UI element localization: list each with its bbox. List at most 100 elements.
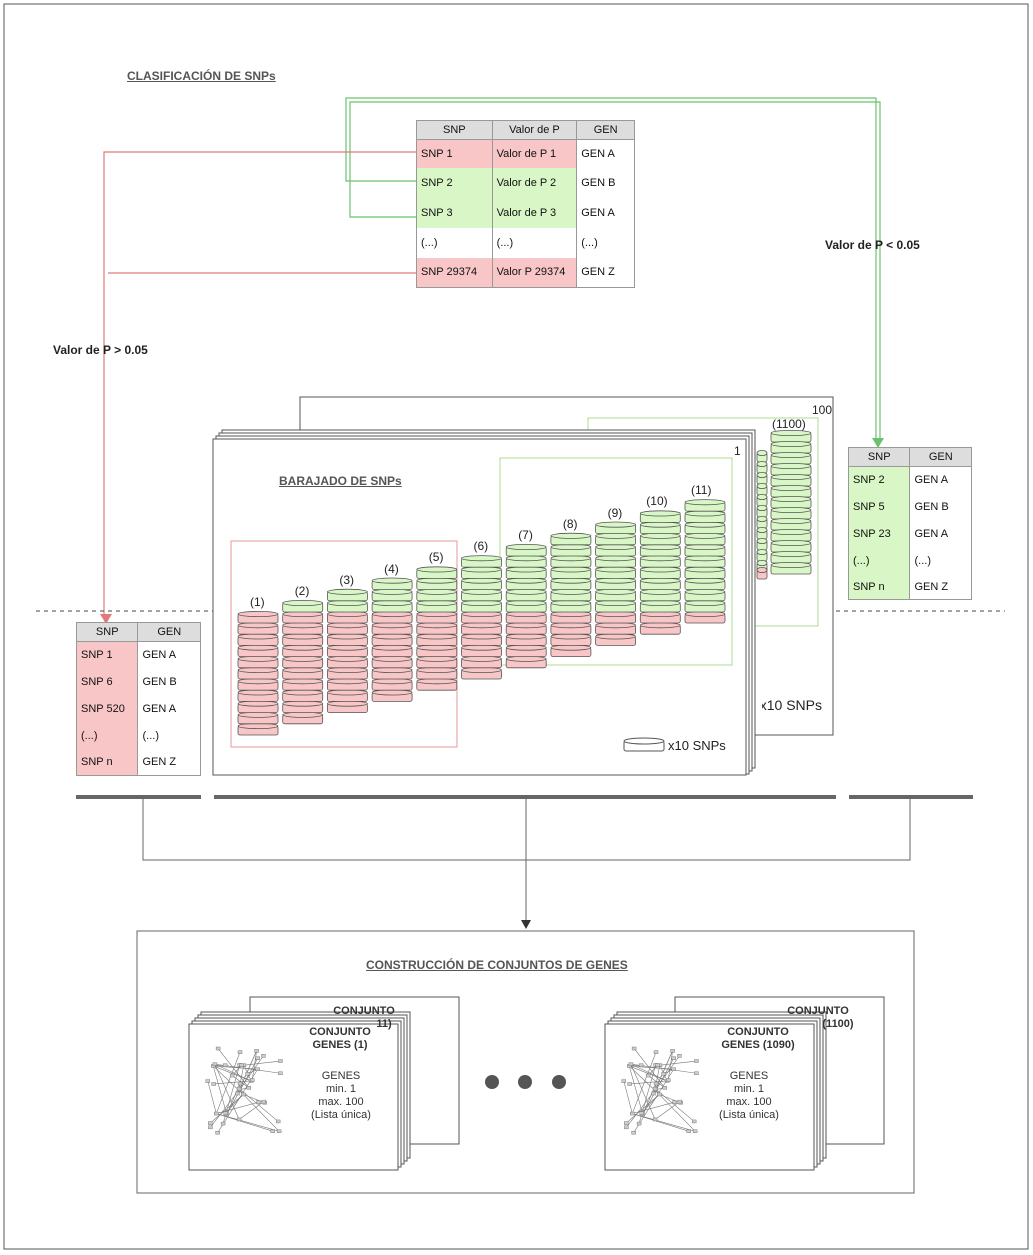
snp-disc-green <box>371 588 413 602</box>
snp-disc-green <box>639 566 681 579</box>
snp-disc-green <box>505 555 547 568</box>
snp-disc-red <box>461 622 502 635</box>
snp-disc-red <box>326 622 368 635</box>
snp-disc-green <box>756 538 768 551</box>
snp-disc-green <box>639 521 681 534</box>
title-barajado: BARAJADO DE SNPs <box>279 474 402 488</box>
col-snp: SNP <box>847 447 911 467</box>
cell-pvalue: Valor de P 1 <box>491 139 578 168</box>
snp-disc-green <box>756 449 768 463</box>
snp-disc-green <box>684 588 726 602</box>
back-legend-text: x10 SNPs <box>762 697 822 713</box>
col-gen: GEN <box>909 447 972 467</box>
main-snp-table: SNP Valor de P GEN SNP 1 Valor de P 1 GE… <box>416 120 635 288</box>
stack-label: (1) <box>250 595 265 609</box>
snp-disc-red <box>461 667 502 680</box>
snp-disc-green <box>371 600 413 613</box>
left-back-title: CONJUNTO 11) <box>304 1005 424 1031</box>
snp-disc-green <box>770 495 812 509</box>
snp-disc-green <box>639 600 681 613</box>
outer-frame <box>3 3 1029 1250</box>
snp-disc-green <box>756 527 768 540</box>
snp-disc-green <box>595 577 636 590</box>
snp-disc-red <box>550 611 592 624</box>
snp-disc-red <box>416 622 458 635</box>
snp-disc-red <box>371 611 413 624</box>
snp-disc-red <box>416 655 458 669</box>
pathway-network-icon <box>621 1046 699 1135</box>
snp-disc-red <box>371 655 413 669</box>
snp-stack <box>550 532 592 657</box>
title-clasificacion: CLASIFICACIÓN DE SNPs <box>127 69 276 83</box>
cell-gen: (...) <box>909 547 972 575</box>
gene-set-card <box>604 1023 815 1171</box>
red-connector <box>100 151 416 624</box>
snp-disc-green <box>461 577 502 590</box>
snp-disc-red <box>461 611 502 624</box>
cell-gen: GEN A <box>909 520 972 548</box>
stack-label: (11) <box>691 483 712 498</box>
snp-disc-red <box>416 633 458 646</box>
label-p-less: Valor de P < 0.05 <box>825 238 920 252</box>
snp-stack <box>282 600 324 725</box>
main-table-header: SNP Valor de P GEN <box>416 120 635 140</box>
snp-disc-green <box>684 544 726 557</box>
cell-gen: GEN A <box>576 197 635 228</box>
merge-bars <box>76 795 973 799</box>
snp-disc-green <box>684 499 726 512</box>
snp-disc-green <box>756 482 768 496</box>
col-snp: SNP <box>75 622 139 642</box>
cell-snp: SNP 1 <box>75 641 139 669</box>
cell-snp: SNP 3 <box>416 197 493 228</box>
cell-snp: SNP 6 <box>75 668 139 696</box>
snp-disc-green <box>756 493 768 507</box>
cell-gen: GEN B <box>137 668 201 696</box>
snp-disc-red <box>505 622 547 635</box>
snp-disc-red <box>461 655 502 669</box>
snp-stack <box>505 544 547 669</box>
snp-stack <box>595 521 636 646</box>
cell-snp: (...) <box>75 722 139 750</box>
snp-disc-green <box>756 460 768 474</box>
snp-disc-red <box>282 711 324 725</box>
stack-label: (6) <box>473 539 489 554</box>
snp-disc-red <box>371 633 413 646</box>
snp-disc-green <box>505 544 547 557</box>
snp-stack <box>684 499 726 624</box>
stack-label: (4) <box>384 561 399 576</box>
snp-disc-green <box>416 566 458 579</box>
right-front-title: CONJUNTO GENES (1090) <box>721 1026 795 1051</box>
snp-stack <box>371 577 413 702</box>
snp-disc-green <box>461 600 502 613</box>
stack-label: (10) <box>646 494 668 509</box>
table-row: SNP 3 Valor de P 3 GEN A <box>416 197 635 228</box>
front-page-number: 1 <box>734 444 741 458</box>
snp-disc-green <box>770 506 812 520</box>
snp-disc-red <box>282 633 324 646</box>
snp-disc-green <box>416 588 458 602</box>
gene-set-stack-right <box>604 1011 827 1171</box>
sig-table-header: SNP GEN <box>847 447 972 467</box>
snp-disc-green <box>505 600 547 613</box>
snp-disc-green <box>770 518 812 531</box>
snp-disc-red <box>461 633 502 646</box>
snp-disc-red <box>550 633 592 646</box>
snp-disc-green <box>461 555 502 568</box>
snp-disc-red <box>326 689 368 702</box>
gene-set-stack-left <box>188 1011 411 1171</box>
snp-disc-red <box>371 622 413 635</box>
cell-gen: GEN Z <box>909 574 972 600</box>
snp-disc-green <box>595 555 636 568</box>
back-legend-label: x10 SNPs <box>762 697 822 713</box>
snp-disc-red <box>282 667 324 680</box>
label-p-greater: Valor de P > 0.05 <box>53 343 148 357</box>
snp-stacks <box>237 499 726 736</box>
table-row: (...)(...) <box>847 547 972 575</box>
stack-label: (5) <box>428 550 444 565</box>
left-front-body: GENES min. 1 max. 100 (Lista única) <box>311 1070 371 1121</box>
snp-disc-red <box>326 678 368 691</box>
